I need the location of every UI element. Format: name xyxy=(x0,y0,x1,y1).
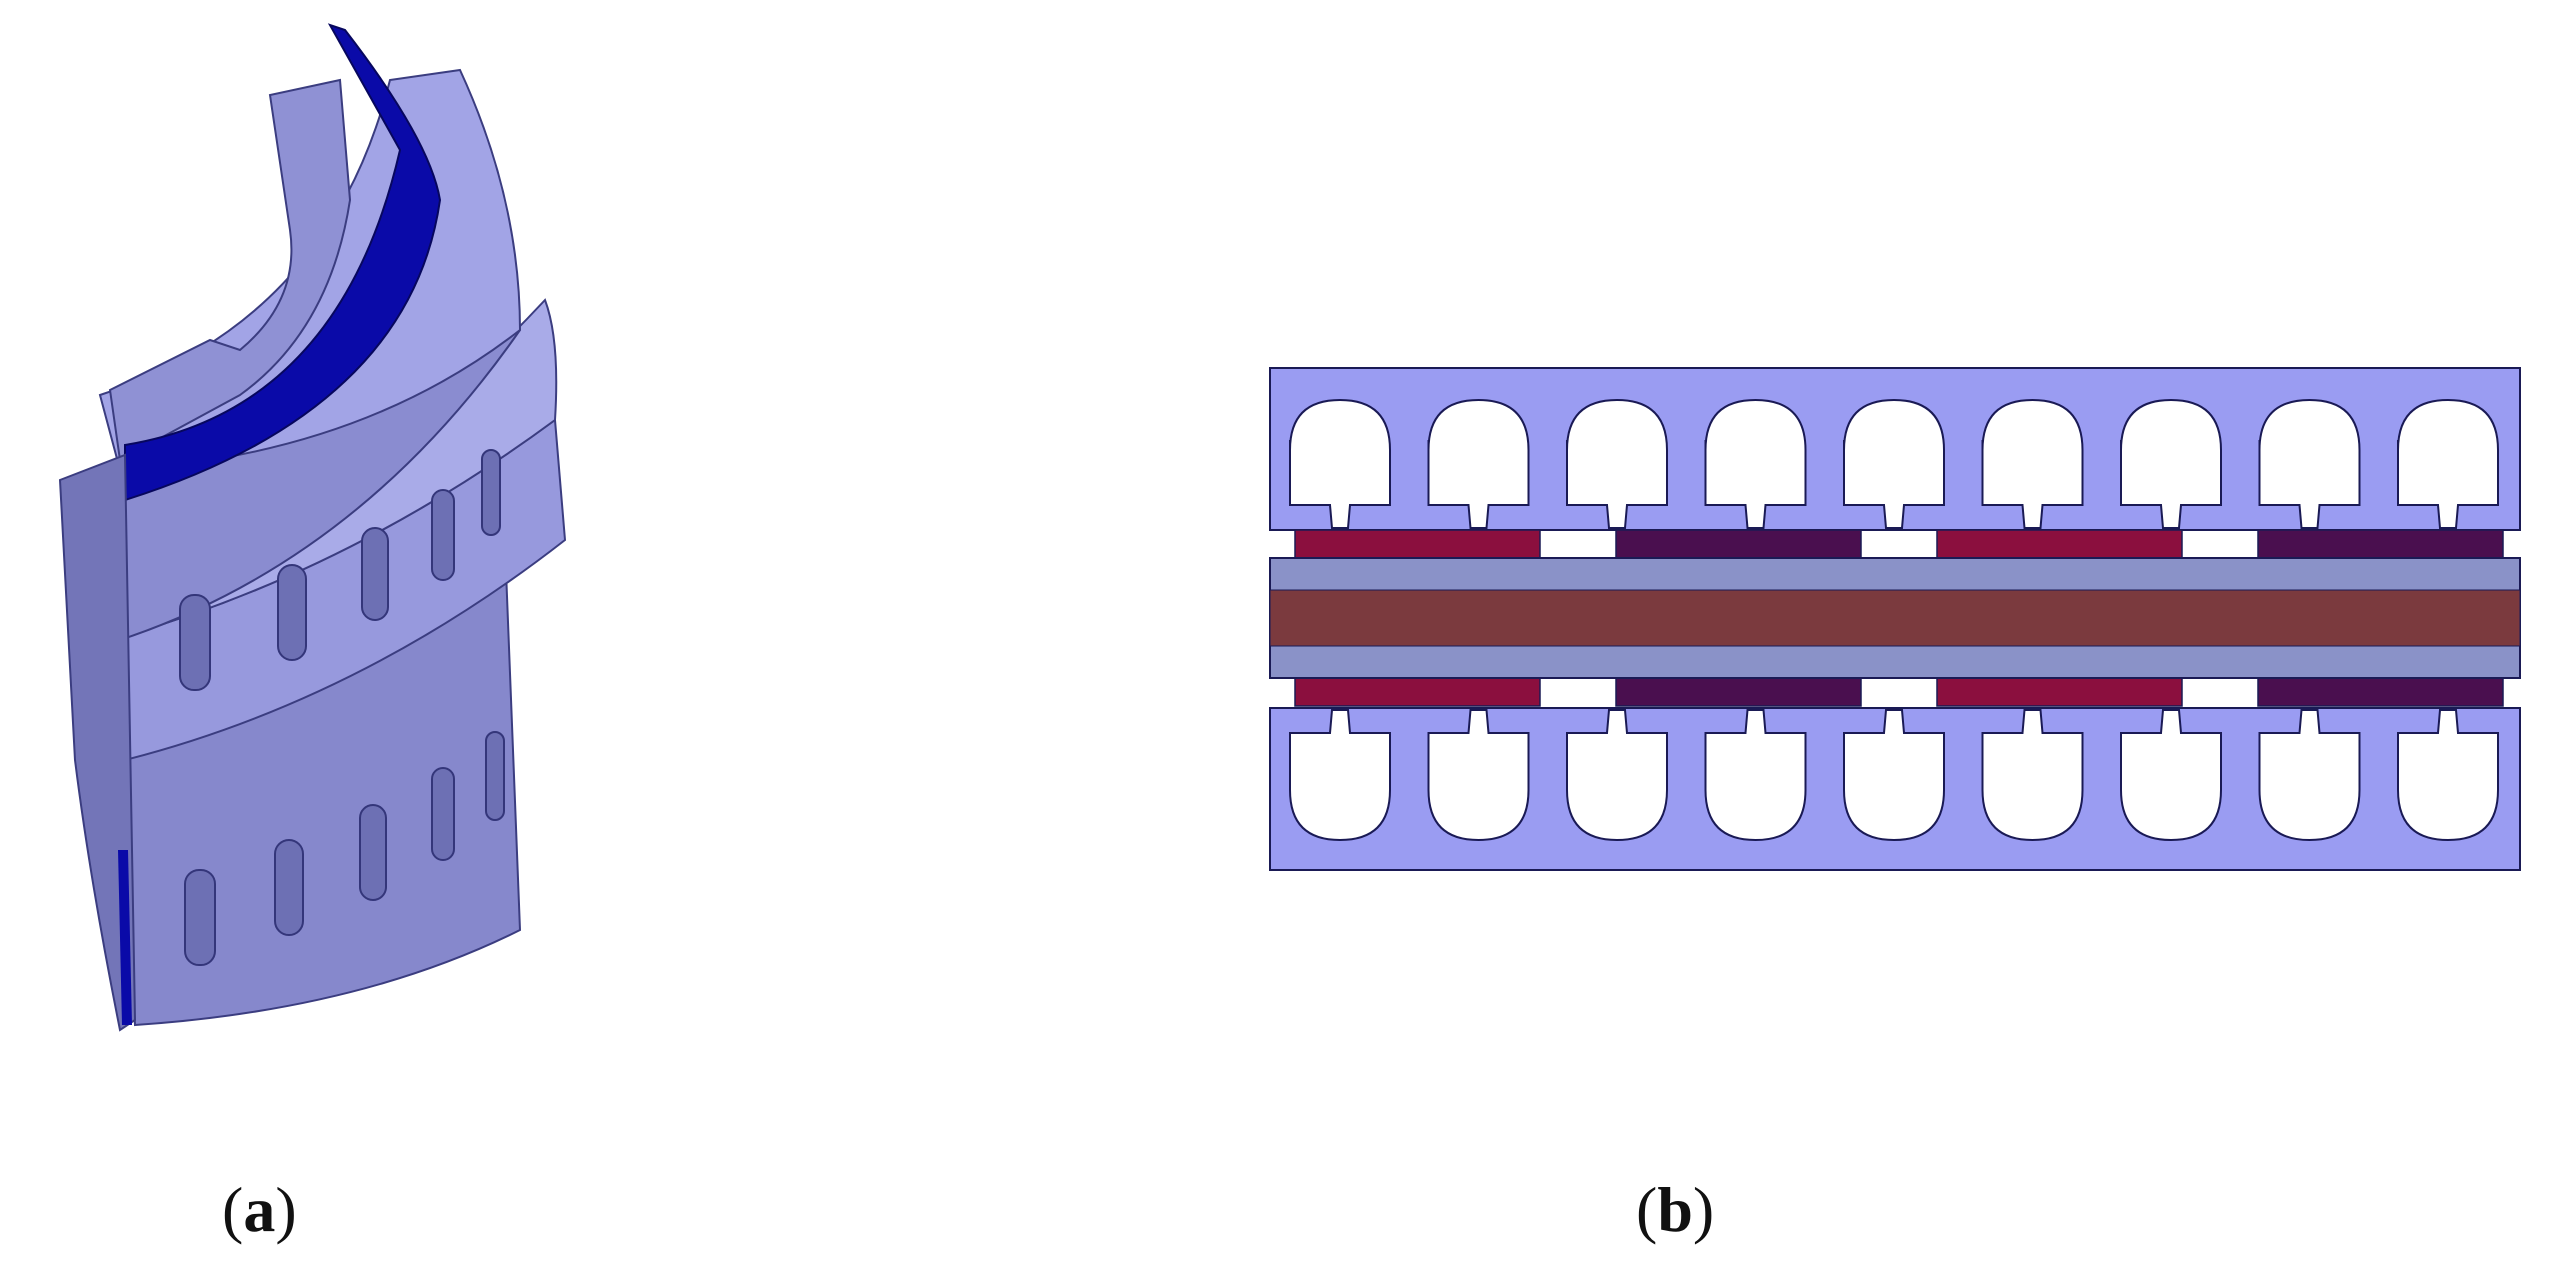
upper-slot-2 xyxy=(1427,398,1530,529)
upper-magnet-1 xyxy=(1294,529,1541,559)
upper-slot-7 xyxy=(2120,398,2222,529)
caption-a-close: ) xyxy=(275,1174,297,1245)
blue-edge-sliver xyxy=(118,850,132,1025)
inner-stepped-section xyxy=(108,78,352,462)
upper-stator-slots xyxy=(1289,398,2499,529)
upper-slot-4 xyxy=(1704,398,1807,529)
caption-a-label: a xyxy=(243,1174,276,1245)
lower-magnet-1 xyxy=(1294,677,1541,707)
lower-slot-9 xyxy=(2397,709,2499,842)
caption-b: (b) xyxy=(1636,1178,1714,1242)
lower-magnet-3 xyxy=(1936,677,2183,707)
lower-slot-2 xyxy=(1427,709,1530,842)
upper-slot-1 xyxy=(1289,398,1391,529)
upper-slot-3 xyxy=(1566,398,1668,529)
lower-stator-slots xyxy=(1289,709,2499,842)
blue-magnet-sheet xyxy=(124,23,442,502)
left-edge xyxy=(58,453,137,1032)
upper-magnet-3 xyxy=(1936,529,2183,559)
upper-slot-row xyxy=(179,449,501,691)
lower-slot-row xyxy=(184,731,505,966)
panel-b-cross-section xyxy=(1269,367,2521,871)
upper-slot-5 xyxy=(1843,398,1945,529)
caption-b-close: ) xyxy=(1692,1174,1715,1245)
lower-slot-4 xyxy=(1704,709,1807,842)
caption-a-open: ( xyxy=(222,1174,244,1245)
panel-a-3d-model xyxy=(58,23,567,1032)
lower-slot-7 xyxy=(2120,709,2222,842)
mover-core xyxy=(1269,589,2521,647)
lower-slot-6 xyxy=(1981,709,2084,842)
upper-magnet-row xyxy=(1294,529,2504,559)
upper-magnet-2 xyxy=(1615,529,1862,559)
upper-slot-9 xyxy=(2397,398,2499,529)
lower-slot-1 xyxy=(1289,709,1391,842)
caption-b-label: b xyxy=(1657,1174,1693,1245)
caption-a: (a) xyxy=(222,1178,297,1242)
lower-slot-3 xyxy=(1566,709,1668,842)
upper-slot-6 xyxy=(1981,398,2084,529)
lower-magnet-row xyxy=(1294,677,2504,707)
lower-slot-5 xyxy=(1843,709,1945,842)
lower-magnet-2 xyxy=(1615,677,1862,707)
caption-b-open: ( xyxy=(1636,1174,1658,1245)
lower-slot-8 xyxy=(2258,709,2361,842)
lower-magnet-4 xyxy=(2257,677,2504,707)
upper-slot-8 xyxy=(2258,398,2361,529)
upper-magnet-4 xyxy=(2257,529,2504,559)
